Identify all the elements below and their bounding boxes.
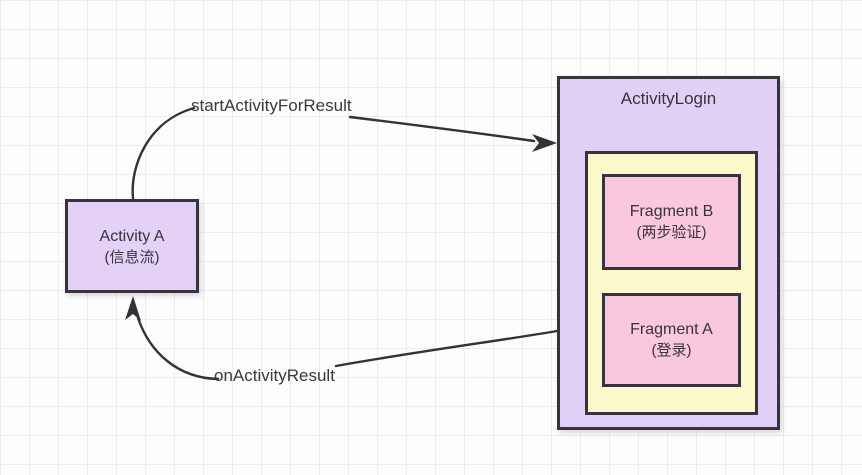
start-activity-arrowhead-icon [532,134,557,152]
start-activity-for-result-label: startActivityForResult [191,96,352,115]
start-activity-arrow-curve-left [131,106,196,200]
fragment-container-box: Fragment B (两步验证) Fragment A (登录) [585,151,758,415]
start-activity-arrow-curve-right [348,115,536,143]
fragment-a-box: Fragment A (登录) [602,293,741,387]
on-activity-result-label: onActivityResult [214,366,335,385]
activity-a-subtitle: (信息流) [104,248,160,266]
fragment-b-box: Fragment B (两步验证) [602,174,741,270]
on-result-arrowhead-icon [125,296,141,321]
fragment-b-subtitle: (两步验证) [636,223,707,241]
activity-a-title: Activity A [99,227,165,245]
on-result-arrow-curve-right [334,329,559,368]
fragment-a-title: Fragment A [630,321,713,339]
on-result-arrow-curve-left [136,316,220,381]
activity-login-title: ActivityLogin [620,89,717,108]
fragment-b-title: Fragment B [629,203,714,221]
activity-login-box: ActivityLogin Fragment B (两步验证) Fragment… [557,76,780,430]
activity-a-box: Activity A (信息流) [65,199,199,293]
fragment-a-subtitle: (登录) [651,341,692,359]
